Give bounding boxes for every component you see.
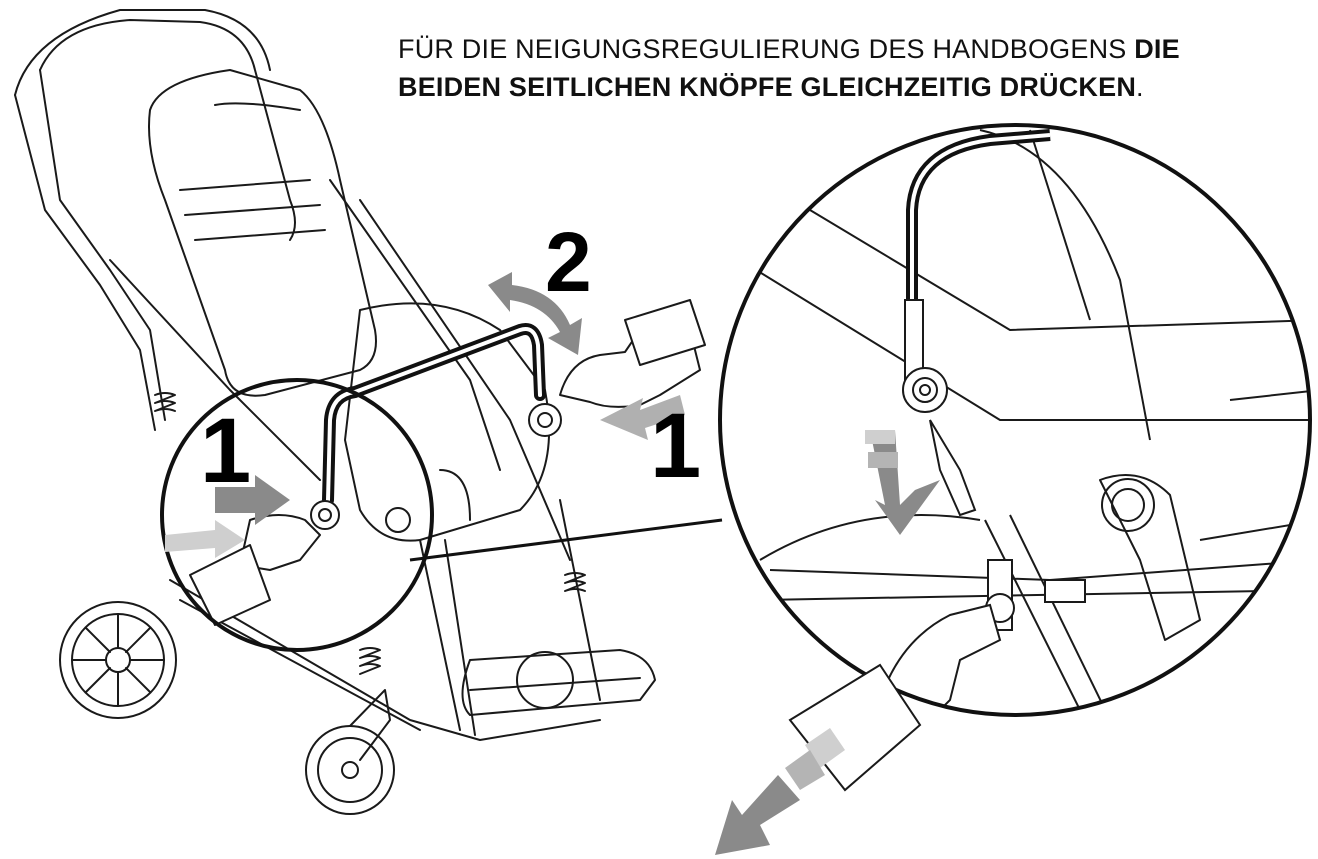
step-number-tilt: 2 — [545, 215, 592, 309]
instruction-caption: FÜR DIE NEIGUNGSREGULIERUNG DES HANDBOGE… — [398, 30, 1298, 106]
front-wheel — [305, 725, 395, 815]
tilt-double-arrow — [488, 272, 582, 355]
handle-bar — [322, 323, 546, 506]
caption-bold-2: BEIDEN SEITLICHEN KNÖPFE GLEICHZEITIG DR… — [398, 72, 1137, 102]
footrest — [461, 649, 656, 716]
rear-wheel — [59, 601, 177, 719]
step-number-right: 1 — [650, 395, 702, 497]
step-number-left: 1 — [200, 400, 252, 502]
left-sleeve — [189, 544, 271, 626]
caption-normal: FÜR DIE NEIGUNGSREGULIERUNG DES HANDBOGE… — [398, 34, 1135, 64]
frame-tube — [984, 519, 1091, 715]
press-arrow — [165, 475, 290, 558]
caption-bold-1: DIE — [1134, 34, 1180, 64]
press-arrow-right — [600, 395, 685, 440]
push-handle-frame — [39, 19, 296, 241]
caption-end: . — [1136, 72, 1144, 102]
pull-arrow — [715, 775, 800, 855]
seat-back — [148, 69, 377, 397]
seat-cushion — [344, 302, 551, 542]
magnifier-circle-left — [160, 378, 434, 652]
right-sleeve — [624, 299, 706, 366]
magnifier-circle-right — [718, 123, 1312, 717]
